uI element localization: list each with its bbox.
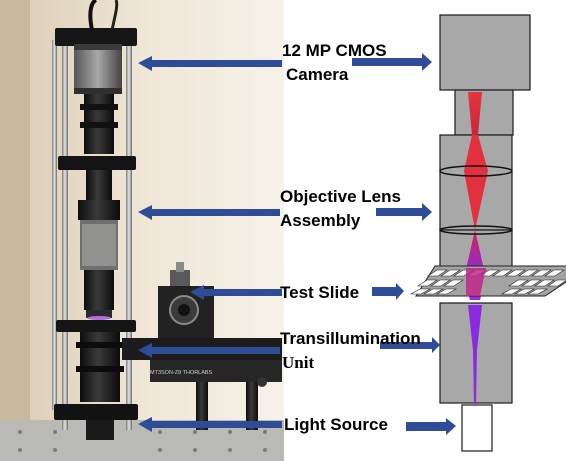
callout-arrows <box>138 53 456 435</box>
slide-label: Test Slide <box>280 283 360 302</box>
arrow-camera-left <box>138 56 282 71</box>
objective-lens-icon <box>439 165 513 177</box>
light-source-block <box>461 404 493 452</box>
arrow-objective-left <box>138 205 280 220</box>
camera-block <box>439 14 531 91</box>
arrow-slide-right <box>372 283 404 300</box>
objective-label-line2: Assembly <box>280 211 361 230</box>
camera-label-line1: 12 MP CMOS <box>282 41 387 60</box>
arrow-camera-right <box>352 53 432 71</box>
transillumination-label-line2: Unit <box>282 353 315 372</box>
arrow-objective-right <box>376 203 432 221</box>
instrument-photo: MT3SON-Z8 THORLABS <box>0 0 284 461</box>
arrow-transillum-left <box>138 343 280 358</box>
light-source-label: Light Source <box>284 415 388 434</box>
arrow-transillum-right <box>380 337 440 353</box>
test-slide <box>409 265 566 297</box>
objective-label-line1: Objective Lens <box>280 187 401 206</box>
camera-label-line2: Camera <box>286 65 349 84</box>
transillumination-label-line1: Transillumination <box>280 329 421 348</box>
arrow-light-right <box>406 418 456 435</box>
tube-lens-icon <box>439 225 513 235</box>
stage-marking: MT3SON-Z8 THORLABS <box>150 370 213 376</box>
arrow-light-left <box>138 417 282 432</box>
camera-adapter <box>454 89 514 136</box>
arrow-slide-left <box>190 285 282 300</box>
